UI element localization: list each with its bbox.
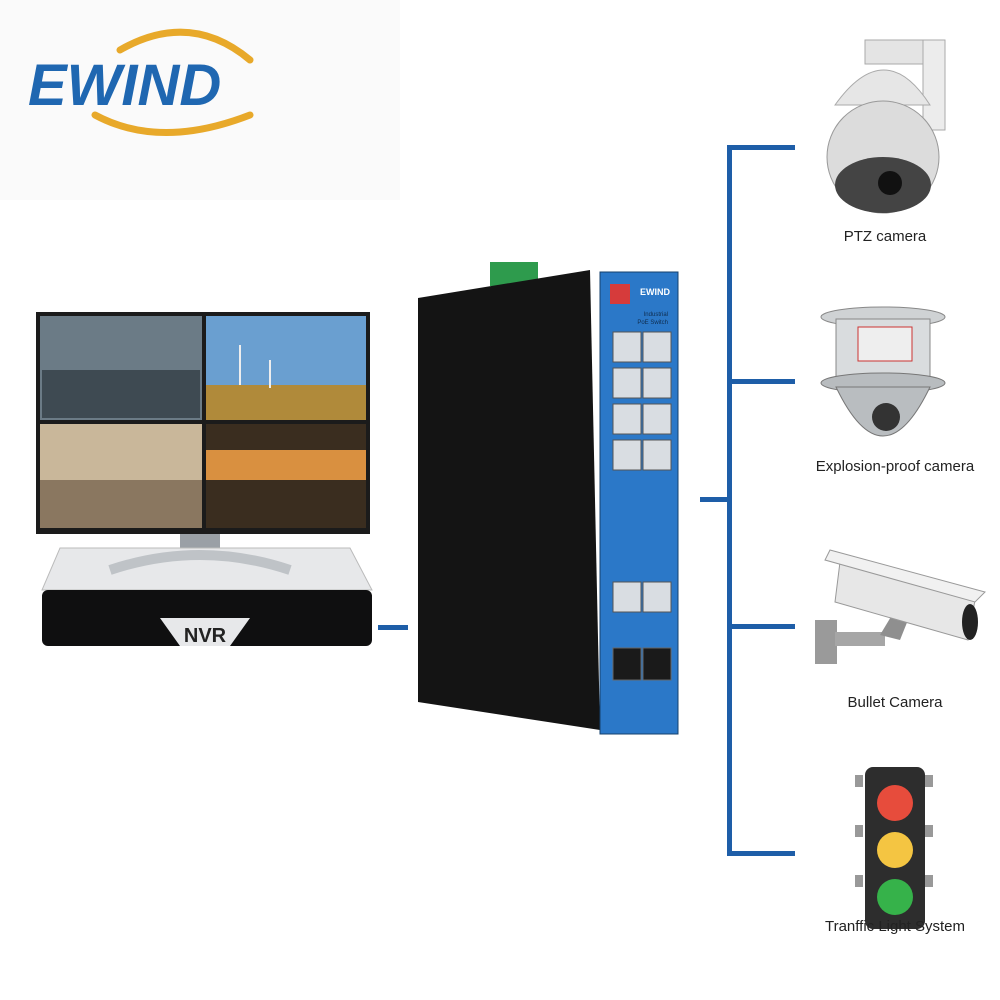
- switch-brand: EWIND: [640, 287, 670, 297]
- logo-area: EWIND: [0, 0, 400, 200]
- ptz-camera-icon: [815, 35, 955, 220]
- switch-model-2: PoE Switch: [637, 320, 668, 326]
- connector-switch-bus: [700, 497, 730, 502]
- nvr-label: NVR: [184, 625, 227, 647]
- switch-model-1: Industrial: [644, 312, 668, 318]
- device-bus: [727, 145, 732, 855]
- dip-switch: [610, 284, 630, 304]
- poe-switch: EWIND Industrial PoE Switch: [410, 262, 690, 742]
- yellow-light: [877, 832, 913, 868]
- ptz-camera-label: PTZ camera: [815, 228, 955, 245]
- branch-traffic-light: [727, 851, 795, 856]
- green-light: [877, 879, 913, 915]
- bullet-camera-icon: [810, 540, 990, 670]
- switch-body: [418, 270, 600, 730]
- logo-text: EWIND: [28, 53, 221, 118]
- nvr-illustration: NVR: [30, 300, 380, 660]
- traffic-light-icon: [850, 765, 940, 930]
- branch-bullet: [727, 624, 795, 629]
- ewind-logo: EWIND: [0, 0, 400, 200]
- bullet-camera-label: Bullet Camera: [815, 694, 975, 711]
- red-light: [877, 785, 913, 821]
- traffic-light-label: Tranffic Light System: [800, 918, 990, 935]
- connector-nvr-switch: [378, 625, 408, 630]
- explosion-proof-camera-label: Explosion-proof camera: [800, 458, 990, 475]
- branch-explosion-proof: [727, 379, 795, 384]
- branch-ptz: [727, 145, 795, 150]
- explosion-proof-camera-icon: [818, 305, 948, 445]
